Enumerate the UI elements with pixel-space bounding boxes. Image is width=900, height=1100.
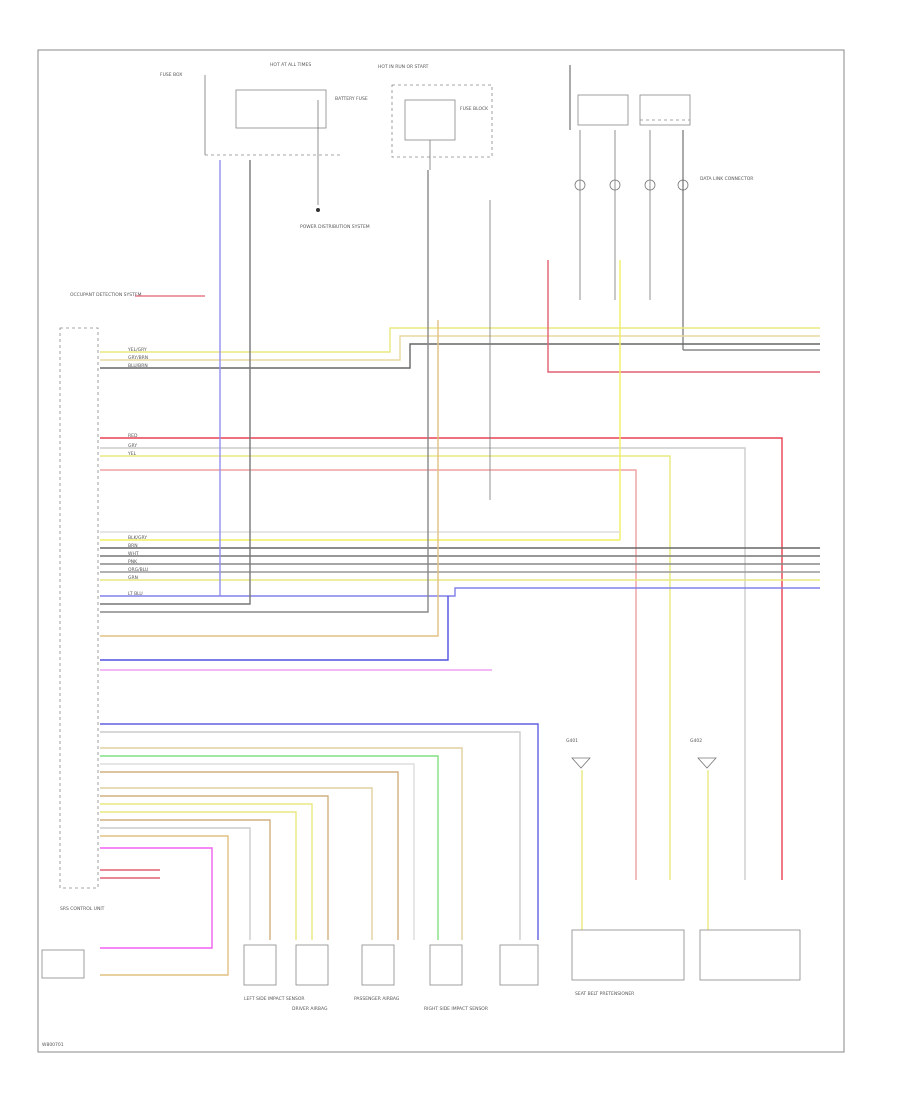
wire-tag: RED bbox=[128, 433, 138, 439]
hot-at-all-times-label: HOT AT ALL TIMES bbox=[270, 62, 311, 68]
fuse-block-label: FUSE BLOCK bbox=[460, 106, 489, 112]
wire-brown-d bbox=[100, 795, 329, 940]
wires bbox=[100, 160, 820, 976]
wire-tag: ORG/BLU bbox=[128, 567, 148, 573]
ground-left-icon bbox=[571, 757, 591, 769]
wire-tag: GRN bbox=[128, 575, 138, 581]
data-link-label: DATA LINK CONNECTOR bbox=[700, 176, 753, 182]
right-side-sensor-box bbox=[429, 944, 463, 986]
passenger-airbag-box bbox=[361, 944, 395, 986]
fuse-box-label: FUSE BOX bbox=[160, 72, 182, 78]
wire-tan-top bbox=[100, 335, 820, 361]
wire-white-long bbox=[100, 447, 746, 880]
wire-tag: GRY bbox=[128, 443, 137, 449]
wire-red-top bbox=[547, 260, 820, 373]
wire-tag: YEL bbox=[127, 451, 137, 457]
left-side-sensor-box bbox=[243, 944, 277, 986]
wire-brown-e bbox=[100, 819, 271, 940]
wire-yellow-f bbox=[100, 811, 297, 940]
wire-gray-vert2 bbox=[100, 170, 429, 613]
driver-airbag-label: DRIVER AIRBAG bbox=[292, 1006, 328, 1012]
wire-tag: PNK bbox=[128, 559, 138, 565]
footer-code: W800701 bbox=[42, 1042, 64, 1048]
run-fuse-box: HOT IN RUN OR START FUSE BLOCK bbox=[378, 64, 493, 170]
wire-tag: GRY/BRN bbox=[128, 355, 148, 361]
wire-green-c bbox=[100, 755, 439, 940]
battery-fuse-box bbox=[235, 89, 327, 129]
wire-yellow-d bbox=[100, 803, 313, 940]
battery-fuse-label: BATTERY FUSE bbox=[335, 96, 368, 102]
grounds: G401 G402 bbox=[566, 738, 717, 769]
wire-tag: YEL/GRY bbox=[127, 347, 147, 353]
ground-right-label: G402 bbox=[690, 738, 702, 744]
wire-tan-vert bbox=[100, 320, 439, 637]
pretensioner-box bbox=[499, 944, 539, 986]
occupant-detection-label: OCCUPANT DETECTION SYSTEM bbox=[70, 292, 142, 298]
hot-in-run-label: HOT IN RUN OR START bbox=[378, 64, 429, 70]
wire-white-c bbox=[100, 731, 521, 940]
wire-tag: LT BLU bbox=[128, 591, 143, 597]
wire-white-d bbox=[100, 763, 415, 940]
wire-tag: BRN bbox=[128, 543, 138, 549]
wire-yellow-long bbox=[100, 455, 671, 880]
wire-tan-e bbox=[100, 835, 229, 976]
fuse-box: FUSE BOX HOT AT ALL TIMES BATTERY FUSE P… bbox=[160, 62, 370, 230]
passenger-airbag-label: PASSENGER AIRBAG bbox=[354, 996, 400, 1002]
wire-yellow-top bbox=[100, 327, 820, 353]
wire-brown-c bbox=[100, 771, 399, 940]
wire-blue-c bbox=[100, 723, 539, 940]
wire-pink-long bbox=[100, 469, 637, 880]
right-side-sensor-label: RIGHT SIDE IMPACT SENSOR bbox=[424, 1006, 488, 1012]
diagram-frame bbox=[37, 49, 845, 1053]
srs-module-outline bbox=[59, 327, 99, 889]
wire-tan-d bbox=[100, 787, 373, 940]
wire-red-long bbox=[100, 437, 783, 880]
srs-module-label: SRS CONTROL UNIT bbox=[60, 906, 105, 912]
wire-tag: WHT bbox=[128, 551, 139, 557]
left-pretensioner-box bbox=[571, 929, 685, 981]
seat-belt-pretensioner-label: SEAT BELT PRETENSIONER bbox=[575, 991, 634, 997]
right-pretensioner-box bbox=[699, 929, 801, 981]
wire-tag: BLU/BRN bbox=[128, 363, 148, 369]
wire-gray-top bbox=[100, 343, 820, 369]
wire-magenta bbox=[100, 847, 213, 949]
driver-airbag-box bbox=[295, 944, 329, 986]
ground-left-label: G401 bbox=[566, 738, 578, 744]
wire-tan-c bbox=[100, 747, 463, 940]
ground-right-icon bbox=[697, 757, 717, 769]
power-distribution-label: POWER DISTRIBUTION SYSTEM bbox=[300, 224, 370, 230]
left-side-sensor-label: LEFT SIDE IMPACT SENSOR bbox=[244, 996, 305, 1002]
srs-subunit-box bbox=[41, 949, 85, 979]
wire-blue-a bbox=[100, 587, 820, 597]
wire-gray-vert bbox=[100, 160, 251, 605]
top-right-connectors: DATA LINK CONNECTOR bbox=[569, 65, 753, 350]
wire-blue-b bbox=[100, 596, 449, 661]
components-lower: LEFT SIDE IMPACT SENSOR DRIVER AIRBAG PA… bbox=[41, 929, 801, 1012]
wire-white-e bbox=[100, 827, 251, 940]
wire-tag: BLK/GRY bbox=[128, 535, 147, 541]
